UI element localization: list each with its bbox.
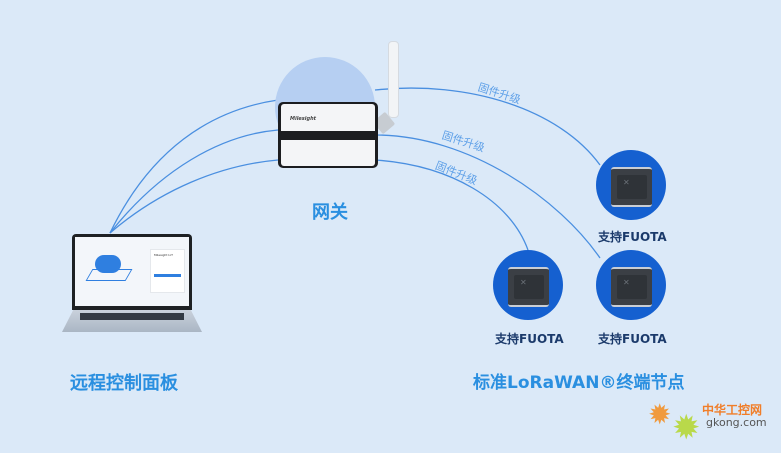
screen-title: Milesight IoT: [154, 253, 173, 257]
login-button: [154, 274, 181, 277]
lorawan-node-icon: ✕: [611, 167, 652, 207]
laptop-screen: Milesight IoT: [75, 237, 189, 306]
watermark-domain: gkong.com: [706, 416, 767, 429]
watermark: ✹ ✹ 中华工控网 gkong.com: [640, 395, 780, 450]
remote-dashboard: Milesight IoT 远程控制面板: [58, 234, 208, 394]
gear-icon: ✹: [648, 398, 672, 431]
lorawan-node-icon: ✕: [611, 267, 652, 307]
node-3-label: 支持FUOTA: [598, 332, 667, 346]
node-1: ✕: [596, 150, 666, 220]
lorawan-node-icon: ✕: [508, 267, 549, 307]
link-gateway-node-1: [374, 87, 601, 166]
link-gateway-node-3: [374, 159, 529, 251]
link-laptop-gateway-3: [109, 159, 279, 234]
gateway-brand: Milesight: [290, 116, 317, 122]
gateway-label: 网关: [312, 202, 348, 223]
node-2: ✕: [493, 250, 563, 320]
login-panel: Milesight IoT: [150, 249, 185, 293]
link-laptop-gateway-1: [109, 99, 279, 234]
node-3: ✕: [596, 250, 666, 320]
gear-icon: ✹: [672, 408, 701, 448]
watermark-cn: 中华工控网: [702, 403, 763, 417]
link-gateway-node-2: [374, 134, 601, 259]
gateway: Milesight 网关: [270, 40, 410, 225]
laptop-base: [62, 310, 202, 332]
cloud-icon: [95, 255, 121, 273]
dashboard-label: 远程控制面板: [70, 373, 178, 394]
node-1-label: 支持FUOTA: [598, 230, 667, 244]
antenna-icon: [388, 41, 399, 118]
node-2-label: 支持FUOTA: [495, 332, 564, 346]
laptop-icon: Milesight IoT: [72, 234, 192, 310]
gateway-device-icon: Milesight: [278, 102, 378, 168]
nodes-caption: 标准LoRaWAN®终端节点: [473, 373, 685, 393]
link-laptop-gateway-2: [109, 129, 279, 234]
